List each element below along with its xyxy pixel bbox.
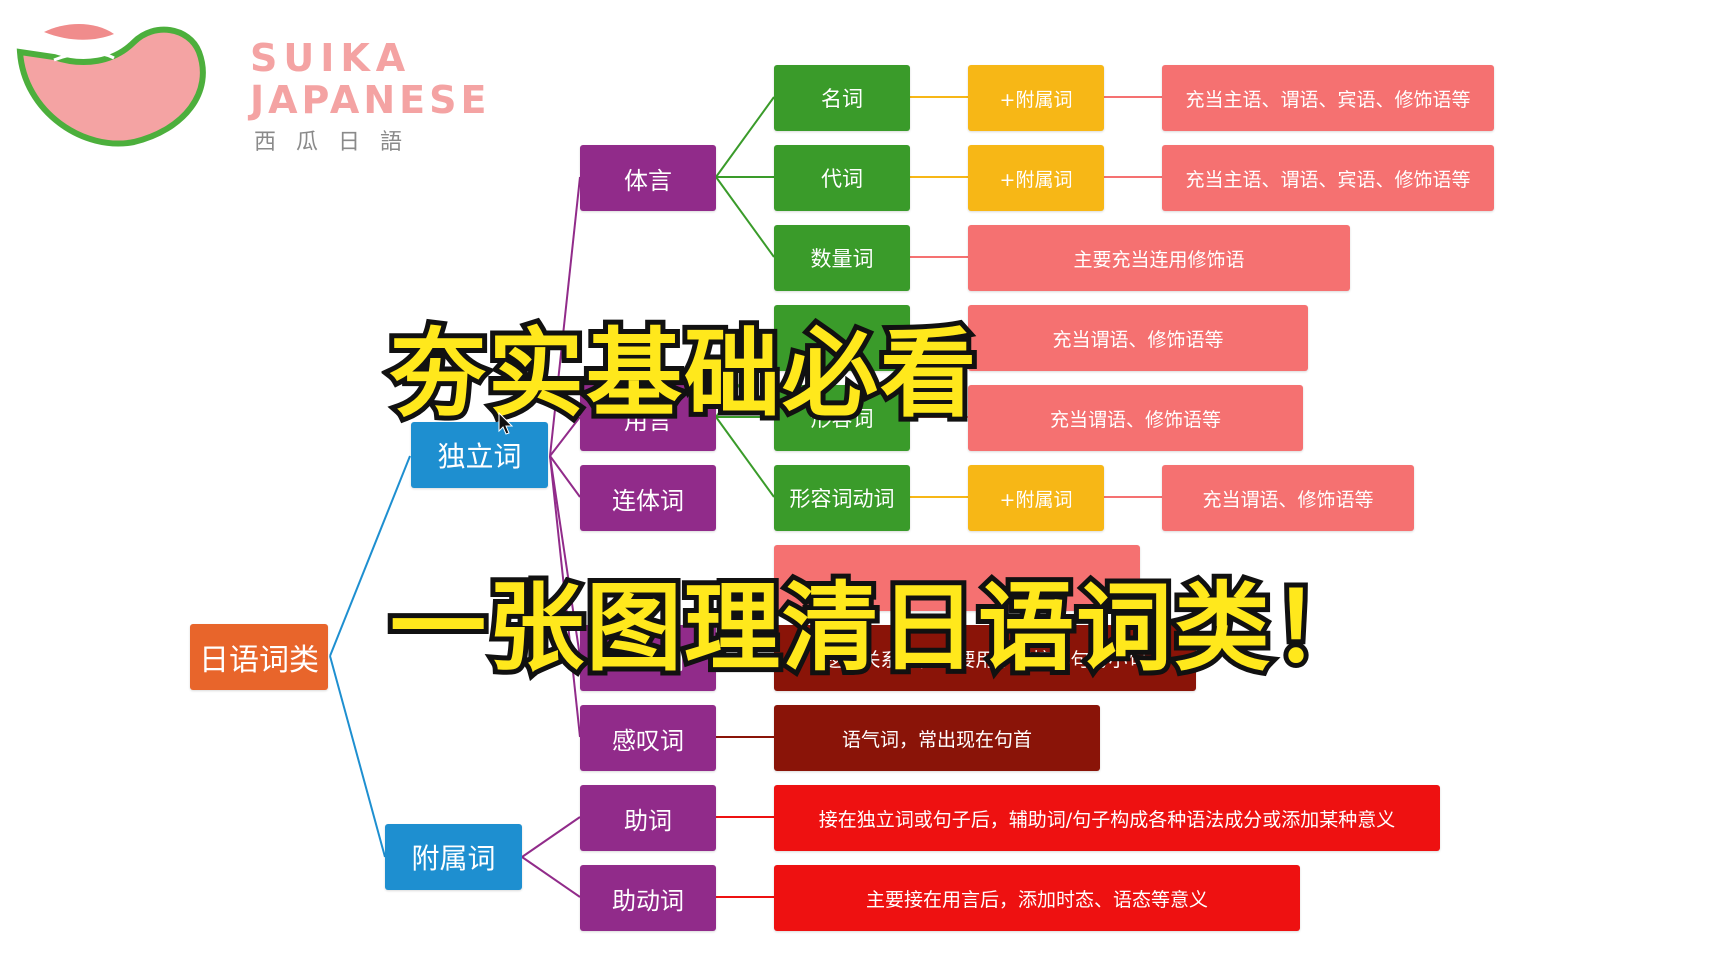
desc-daimeishi: 充当主语、谓语、宾语、修饰语等 [1162,145,1494,211]
tag-fuzokugo-daimeishi: +附属词 [968,145,1104,211]
tag-fuzokugo-meishi: +附属词 [968,65,1104,131]
node-jodoushi: 助动词 [580,865,716,931]
desc-rentaishi [774,545,1140,611]
suika-japanese-logo: SUIKA JAPANESE 西瓜日語 [14,12,486,155]
overlay-title-line2: 一张图理清日语词类！ [385,567,1373,689]
desc-jodoushi: 主要接在用言后，添加时态、语态等意义 [774,865,1300,931]
desc-suuryoushi: 主要充当连用修饰语 [968,225,1350,291]
connector-independent-setsuzokushi [549,455,581,658]
logo-text-suika: SUIKA [250,36,412,80]
connector-taigen-meishi [715,96,775,178]
desc-keiyoushi: 充当谓语、修饰语等 [968,385,1303,451]
connector-dependent-jodoushi [521,856,581,898]
node-suuryoushi: 数量词 [774,225,910,291]
node-dependent-words: 附属词 [385,824,522,890]
connector-yougen-keiyoudoushi [715,416,775,498]
node-meishi: 名词 [774,65,910,131]
node-rentaishi: 连体词 [580,465,716,531]
desc-meishi: 充当主语、谓语、宾语、修饰语等 [1162,65,1494,131]
connector-root-independent [329,455,411,657]
overlay-title-line1: 夯实基础必看 [385,313,981,435]
desc-kandoushi: 语气词，常出现在句首 [774,705,1100,771]
node-independent-words: 独立词 [411,422,548,488]
connector-independent-rentaishi [549,455,581,498]
desc-setsuzokushi: 逻辑关系词，主要用于连接小句与小句 [774,625,1196,691]
node-yougen: 用言 [580,385,716,451]
connector-independent-yougen [549,416,581,457]
node-root: 日语词类 [190,624,328,690]
tag-fuzokugo-keiyoudoushi: +附属词 [968,465,1104,531]
node-setsuzokushi: 接续词 [580,625,716,691]
desc-doushi: 充当谓语、修饰语等 [968,305,1308,371]
connector-independent-taigen [549,176,581,457]
desc-keiyoudoushi: 充当谓语、修饰语等 [1162,465,1414,531]
node-joshi: 助词 [580,785,716,851]
logo-text-japanese: JAPANESE [250,78,491,122]
node-kandoushi: 感叹词 [580,705,716,771]
node-keiyoushi: 形容词 [774,385,910,451]
connector-taigen-suuryoushi [715,176,775,258]
connector-independent-kandoushi [549,455,581,738]
mouse-pointer-icon [498,412,514,435]
watermelon-slice-logo-icon [16,24,206,147]
connector-dependent-joshi [521,816,581,858]
node-keiyoudoushi: 形容词动词 [774,465,910,531]
logo-text-chinese: 西瓜日語 [254,130,423,155]
node-doushi [774,305,910,371]
node-taigen: 体言 [580,145,716,211]
node-daimeishi: 代词 [774,145,910,211]
desc-joshi: 接在独立词或句子后，辅助词/句子构成各种语法成分或添加某种意义 [774,785,1440,851]
connector-yougen-doushi [715,336,775,418]
connector-root-dependent [329,655,386,858]
